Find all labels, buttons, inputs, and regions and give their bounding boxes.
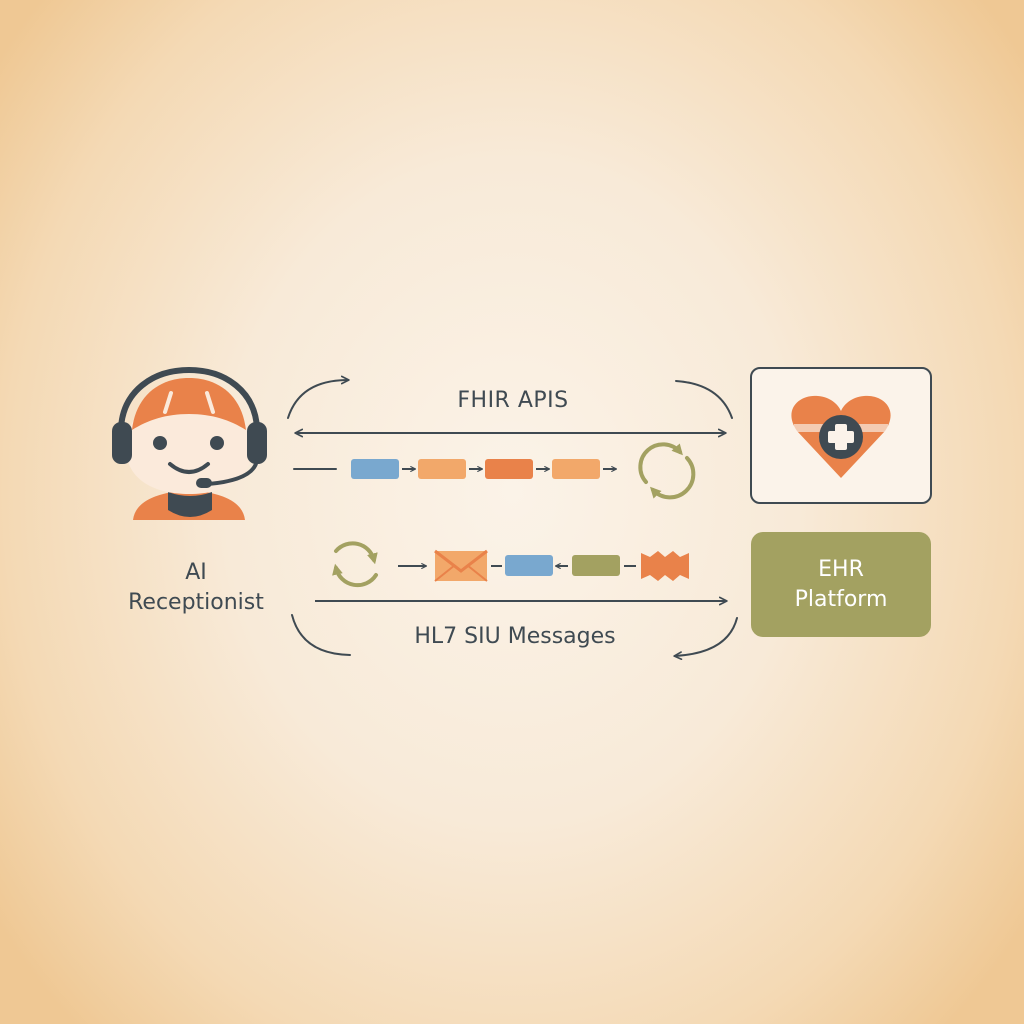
fhir-packet-1: [351, 459, 399, 479]
receptionist-headset-icon: [112, 366, 267, 520]
sync-cycle-icon: [332, 541, 378, 588]
hl7-curve-arrow-right: [673, 617, 738, 661]
hl7-packet-1: [505, 555, 553, 576]
ehr-platform-label: EHR Platform: [794, 556, 888, 612]
fhir-packet-2: [418, 459, 466, 479]
fhir-packet-4: [552, 459, 600, 479]
sync-cycle-icon: [638, 442, 696, 500]
hl7-siu-messages-label: HL7 SIU Messages: [414, 624, 616, 649]
fhir-curve-arrow-right: [675, 380, 733, 419]
zigzag-output-icon: [641, 551, 689, 581]
envelope-icon: [434, 549, 488, 582]
hl7-packet-2: [572, 555, 620, 576]
ai-receptionist-label: AI Receptionist: [128, 560, 264, 615]
heart-medical-cross-icon: [791, 395, 891, 478]
ehr-platform-node: EHR Platform: [751, 532, 931, 637]
hl7-curve-arrow-left: [291, 614, 351, 656]
fhir-apis-label: FHIR APIS: [457, 388, 569, 413]
fhir-curve-arrow-left: [287, 375, 350, 419]
fhir-packet-3: [485, 459, 533, 479]
